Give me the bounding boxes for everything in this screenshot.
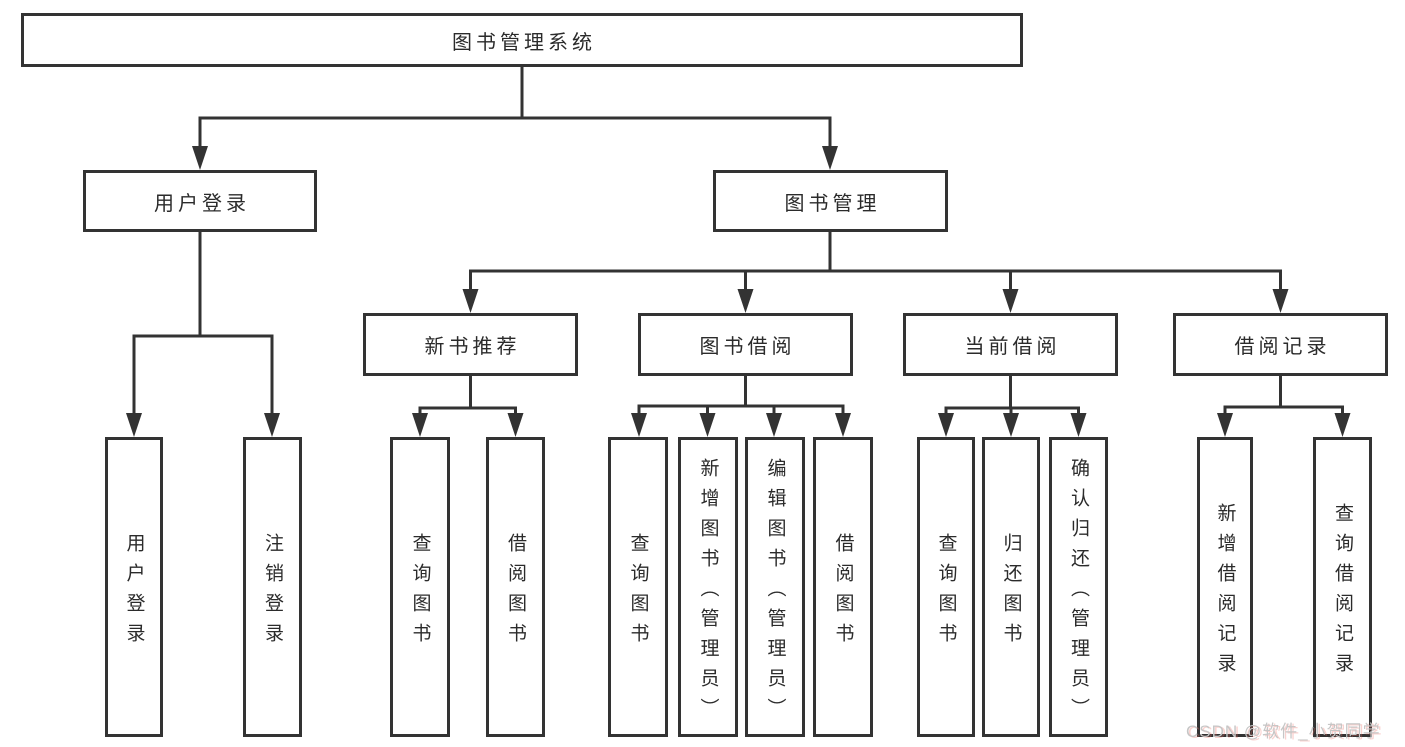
node-current-borrow: 当前借阅 [903,313,1118,376]
arrow-down-icon [1217,413,1233,437]
node-label: 图书管理 [784,192,881,215]
book-borrow-branch-line [637,376,845,418]
node-label: 确认归还（管理员） [1068,457,1089,728]
node-return-books: 归还图书 [982,437,1040,737]
arrow-down-icon [1334,413,1351,437]
node-label: 归还图书 [1000,532,1022,653]
arrow-down-icon [1002,289,1019,313]
node-logout: 注销登录 [243,437,302,737]
node-label: 图书管理系统 [452,31,596,54]
arrow-down-icon [631,413,647,437]
root-branch-line [198,67,832,150]
node-borrow-records: 借阅记录 [1173,313,1388,376]
node-book-management: 图书管理 [713,170,948,232]
arrow-down-icon [126,413,142,437]
arrow-down-icon [822,146,838,170]
arrow-down-icon [835,413,851,437]
arrow-down-icon [699,413,716,437]
node-label: 用户登录 [154,192,250,215]
node-label: 查询借阅记录 [1332,502,1353,683]
arrow-down-icon [766,413,782,437]
current-borrow-branch-line [944,376,1080,418]
arrowhead-group [126,146,1351,437]
node-label: 借阅记录 [1234,336,1331,358]
node-borrow-books: 借阅图书 [813,437,873,737]
csdn-watermark: CSDN @软件_小贺同学 [1186,722,1381,741]
node-query-books-current: 查询图书 [917,437,975,737]
node-borrow-books-recommend: 借阅图书 [486,437,545,737]
node-label: 查询图书 [627,532,649,653]
node-new-book-recommend: 新书推荐 [363,313,578,376]
arrow-down-icon [192,146,208,170]
borrow-record-branch-line [1223,376,1344,418]
node-label: 借阅图书 [505,532,526,653]
book-management-branch-line [469,232,1282,294]
node-label: 新增图书（管理员） [697,457,719,728]
node-query-borrow-record: 查询借阅记录 [1313,437,1372,737]
node-user-login: 用户登录 [83,170,317,232]
node-label: 借阅图书 [832,532,854,653]
arrow-down-icon [1003,413,1019,437]
node-add-borrow-record: 新增借阅记录 [1197,437,1253,737]
node-label: 查询图书 [935,532,957,653]
node-edit-books-admin: 编辑图书（管理员） [745,437,805,737]
node-label: 查询图书 [409,532,431,653]
arrow-down-icon [462,289,479,313]
node-label: 当前借阅 [964,336,1061,358]
arrow-down-icon [412,413,428,437]
arrow-down-icon [507,413,524,437]
user-login-branch-line [132,232,274,418]
node-query-books-recommend: 查询图书 [390,437,450,737]
node-book-borrow: 图书借阅 [638,313,853,376]
node-confirm-return-admin: 确认归还（管理员） [1049,437,1108,737]
arrow-down-icon [1272,289,1289,313]
node-label: 新书推荐 [424,336,521,358]
node-label: 编辑图书（管理员） [764,457,786,728]
arrow-down-icon [1070,413,1087,437]
node-query-books-borrow: 查询图书 [608,437,668,737]
node-label: 图书借阅 [699,336,796,358]
arrow-down-icon [737,289,754,313]
node-label: 注销登录 [262,532,283,653]
node-library-system: 图书管理系统 [21,13,1023,67]
arrow-down-icon [264,413,280,437]
node-user-login-leaf: 用户登录 [105,437,163,737]
node-label: 用户登录 [123,532,145,653]
new-book-branch-line [418,376,517,418]
arrow-down-icon [938,413,954,437]
node-label: 新增借阅记录 [1214,502,1236,683]
node-add-books-admin: 新增图书（管理员） [678,437,738,737]
